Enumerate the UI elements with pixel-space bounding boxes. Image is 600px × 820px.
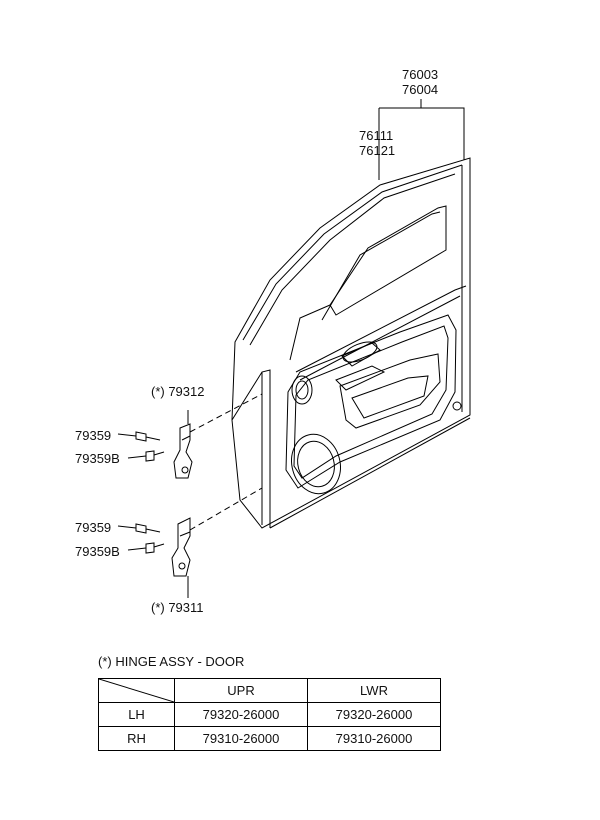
table-header-row: UPR LWR bbox=[98, 678, 441, 703]
column-header-upr: UPR bbox=[174, 678, 308, 703]
diagonal-divider bbox=[99, 679, 174, 702]
row-label-lh: LH bbox=[98, 702, 175, 727]
table-row: LH 79320-26000 79320-26000 bbox=[98, 702, 441, 727]
callout-hinge-lower: (*) 79311 bbox=[151, 600, 204, 615]
cell-lh-upr: 79320-26000 bbox=[174, 702, 308, 727]
callout-76003: 76003 bbox=[402, 67, 439, 82]
hinge-dash-lines bbox=[189, 393, 263, 531]
cell-rh-upr: 79310-26000 bbox=[174, 726, 308, 751]
callout-hinge-upper: (*) 79312 bbox=[151, 384, 205, 399]
bolts bbox=[117, 431, 165, 554]
callout-bolt-lower: 79359 bbox=[75, 520, 112, 535]
row-label-rh: RH bbox=[98, 726, 175, 751]
upper-hinge-part bbox=[173, 410, 193, 479]
callout-bolt-b-upper: 79359B bbox=[75, 451, 120, 466]
callout-76121: 76121 bbox=[359, 143, 396, 158]
column-header-lwr: LWR bbox=[307, 678, 441, 703]
corner-cell bbox=[98, 678, 175, 703]
callout-76111: 76111 bbox=[359, 128, 394, 143]
lower-hinge-part bbox=[171, 517, 191, 598]
door-exploded-diagram bbox=[117, 99, 471, 598]
door-shell bbox=[231, 157, 471, 529]
callout-bolt-b-lower: 79359B bbox=[75, 544, 120, 559]
callout-bolt-upper: 79359 bbox=[75, 428, 112, 443]
hinge-part-table: UPR LWR LH 79320-26000 79320-26000 RH 79… bbox=[98, 678, 441, 751]
cell-lh-lwr: 79320-26000 bbox=[307, 702, 441, 727]
legend-title: (*) HINGE ASSY - DOOR bbox=[98, 654, 245, 669]
callout-76004: 76004 bbox=[402, 82, 439, 97]
cell-rh-lwr: 79310-26000 bbox=[307, 726, 441, 751]
table-row: RH 79310-26000 79310-26000 bbox=[98, 726, 441, 751]
leader-lines bbox=[378, 99, 465, 180]
